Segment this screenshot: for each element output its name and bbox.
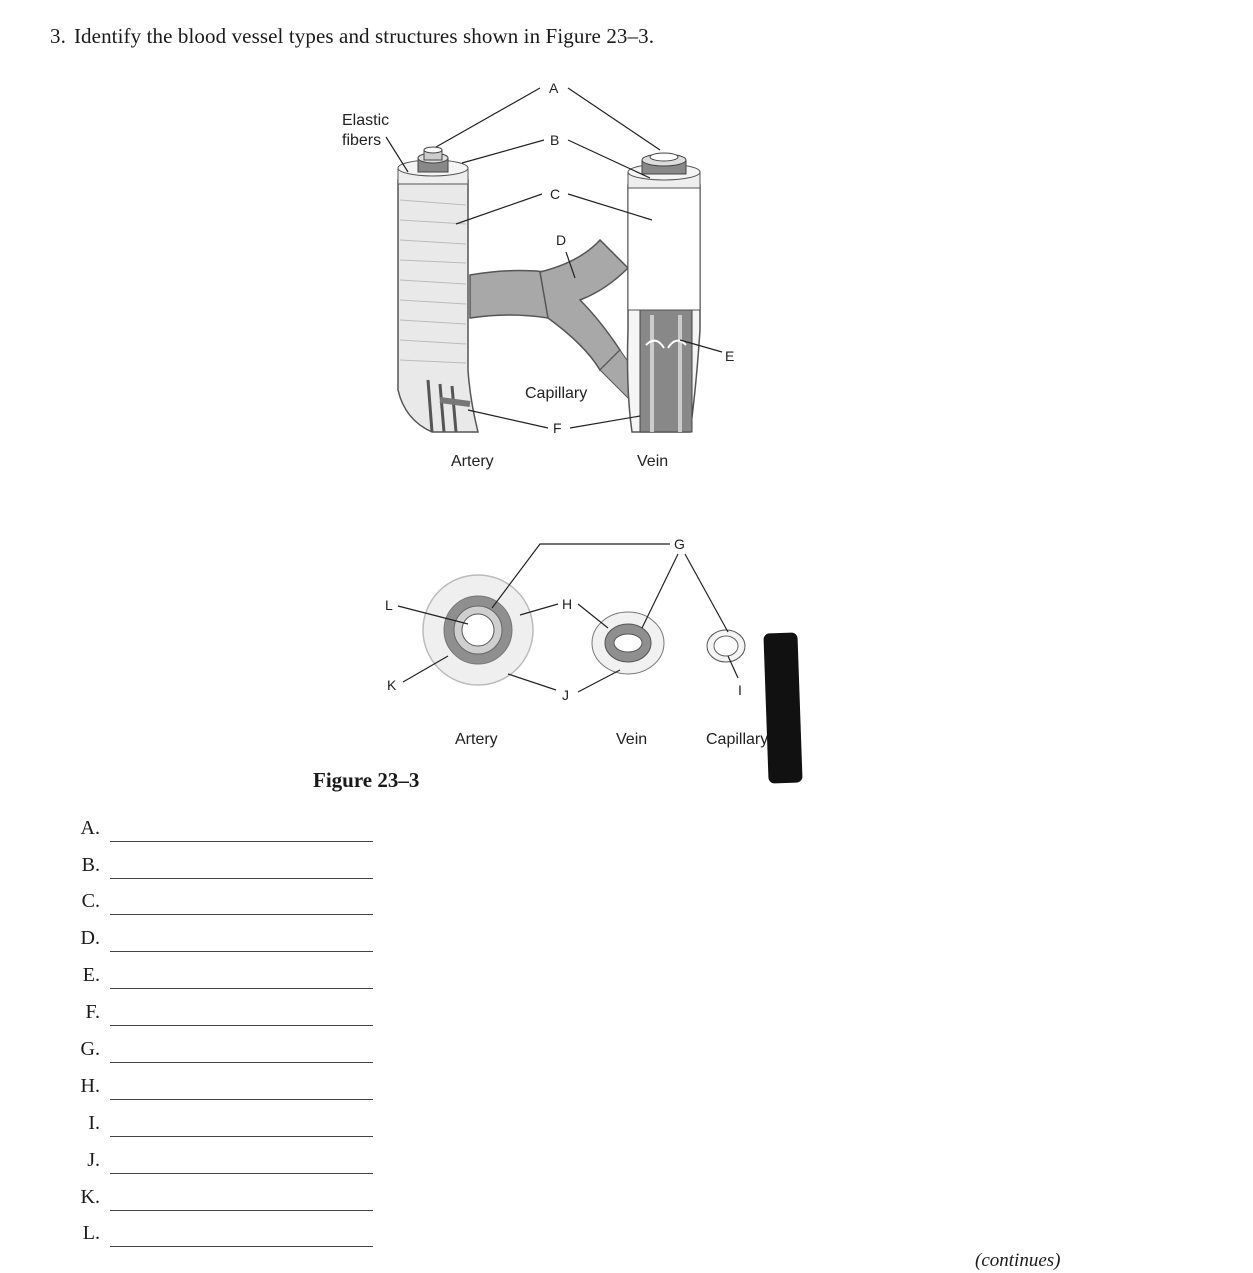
label-letter-b: B (550, 132, 559, 148)
label-letter-j: J (562, 687, 569, 703)
answer-blank[interactable] (110, 841, 373, 842)
answer-letter: L. (82, 1222, 100, 1244)
question-number: 3. (50, 24, 66, 48)
answer-letter: B. (81, 854, 100, 876)
answer-letter: H. (80, 1075, 100, 1097)
label-letter-i: I (738, 682, 742, 698)
elastic-label: Elastic (342, 112, 389, 129)
answer-letter: C. (81, 890, 100, 912)
label-letter-f: F (553, 420, 562, 436)
answer-letter: K. (80, 1186, 100, 1208)
answer-letter: D. (80, 927, 100, 949)
top-capillary-label: Capillary (525, 385, 587, 402)
continues-note: (continues) (975, 1250, 1061, 1271)
label-letter-e: E (725, 348, 734, 364)
label-letter-a: A (549, 80, 559, 96)
label-letter-g: G (674, 536, 685, 552)
answer-letter: I. (88, 1112, 100, 1134)
top-leader-lines (385, 87, 723, 429)
top-artery-label: Artery (451, 453, 494, 470)
vein-tube-illustration (626, 152, 701, 433)
figure-23-3: Elastic fibers A B C D E F Capillary Art… (342, 80, 768, 748)
answer-blank[interactable] (110, 1099, 373, 1100)
bottom-artery-label: Artery (455, 731, 498, 748)
bottom-leader-lines (397, 543, 739, 693)
label-letter-l: L (385, 597, 393, 613)
artery-tube-illustration (397, 146, 479, 433)
answer-blank[interactable] (110, 914, 373, 915)
fibers-label: fibers (342, 132, 381, 149)
label-letter-h: H (562, 596, 572, 612)
answer-blank[interactable] (110, 878, 373, 879)
answer-letter: A. (80, 817, 100, 839)
artery-cross-section (422, 574, 534, 686)
capillary-cross-section (706, 629, 746, 663)
answer-letter: J. (87, 1149, 100, 1171)
answer-blank[interactable] (110, 951, 373, 952)
answer-blank[interactable] (110, 1173, 373, 1174)
capillary-illustration (469, 238, 649, 401)
label-letter-k: K (387, 677, 397, 693)
figure-caption: Figure 23–3 (313, 768, 420, 792)
answer-blank[interactable] (110, 1246, 373, 1247)
redaction-mark (763, 632, 803, 784)
question-text: Identify the blood vessel types and stru… (73, 24, 655, 48)
vein-cross-section (591, 611, 665, 675)
bottom-vein-label: Vein (616, 731, 647, 748)
bottom-capillary-label: Capillary (706, 731, 768, 748)
label-letter-d: D (556, 232, 566, 248)
answer-letter: F. (85, 1001, 100, 1023)
label-letter-c: C (550, 186, 560, 202)
answer-letter: E. (82, 964, 100, 986)
answer-blank[interactable] (110, 1062, 373, 1063)
answer-blank[interactable] (110, 988, 373, 989)
question-prompt: 3. Identify the blood vessel types and st… (50, 24, 654, 49)
answer-letter: G. (80, 1038, 100, 1060)
top-vein-label: Vein (637, 453, 668, 470)
answer-blank[interactable] (110, 1210, 373, 1211)
answer-blank[interactable] (110, 1025, 373, 1026)
answer-blank[interactable] (110, 1136, 373, 1137)
